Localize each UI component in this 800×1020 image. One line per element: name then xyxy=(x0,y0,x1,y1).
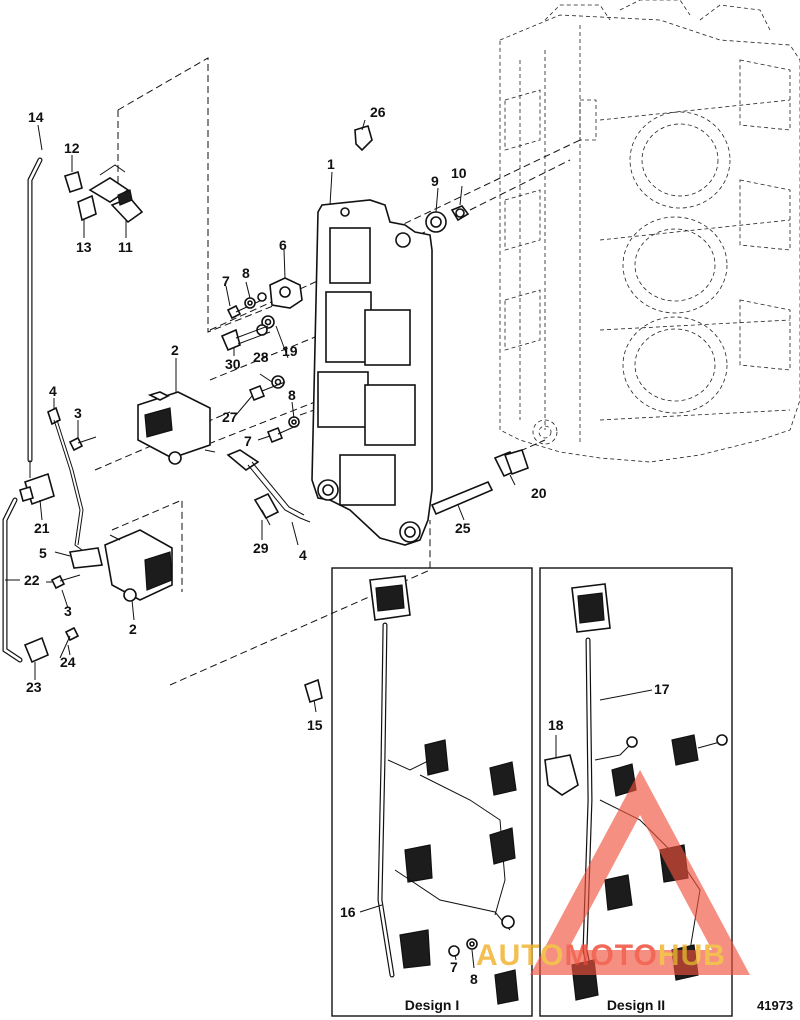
callout-7-design1: 7 xyxy=(450,959,458,975)
watermark-triangle-icon xyxy=(530,770,750,975)
callout-25: 25 xyxy=(455,520,471,536)
callout-13: 13 xyxy=(76,239,92,255)
hardware xyxy=(50,124,530,957)
callout-10: 10 xyxy=(451,165,467,181)
engine-block xyxy=(499,0,800,463)
callout-21: 21 xyxy=(34,520,50,536)
sensor-29 xyxy=(253,492,280,520)
callout-leaders xyxy=(5,119,653,969)
callout-14: 14 xyxy=(28,109,44,125)
callout-28: 28 xyxy=(253,349,269,365)
callout-9: 9 xyxy=(431,173,439,189)
callout-20: 20 xyxy=(531,485,547,501)
callout-labels: 1 2 2 3 3 4 4 5 6 7 7 7 8 8 8 9 10 11 12… xyxy=(24,104,670,987)
watermark-part1: AUTO xyxy=(476,939,564,972)
callout-11: 11 xyxy=(118,239,133,255)
callout-30: 30 xyxy=(225,356,241,372)
callout-17: 17 xyxy=(654,681,670,697)
callout-23: 23 xyxy=(26,679,42,695)
callout-8-middle: 8 xyxy=(288,387,296,403)
design-1-label: Design I xyxy=(405,997,459,1013)
coil-module-lower xyxy=(104,529,173,602)
callout-16: 16 xyxy=(340,904,356,920)
callout-8-design1: 8 xyxy=(470,971,478,987)
callout-22: 22 xyxy=(24,572,40,588)
harness-design-1 xyxy=(369,575,519,1005)
callout-27: 27 xyxy=(222,409,238,425)
callout-24: 24 xyxy=(60,654,76,670)
figure-number: 41973 xyxy=(757,998,793,1013)
design-1-panel xyxy=(331,567,533,1017)
callout-12: 12 xyxy=(64,140,80,156)
callout-7-upper: 7 xyxy=(222,273,230,289)
watermark-part3: HUB xyxy=(658,939,726,972)
callout-29: 29 xyxy=(253,540,269,556)
callout-26: 26 xyxy=(370,104,386,120)
callout-19: 19 xyxy=(282,343,298,359)
callout-2-upper: 2 xyxy=(171,342,179,358)
watermark: AUTOMOTOHUB xyxy=(476,770,750,975)
design-2-panel xyxy=(539,567,733,1017)
mounting-plate xyxy=(311,199,433,546)
callout-3-lower: 3 xyxy=(64,603,72,619)
sensor-assembly xyxy=(63,164,144,224)
callout-2-lower: 2 xyxy=(129,621,137,637)
callout-8-upper: 8 xyxy=(242,265,250,281)
spark-plug-leads xyxy=(47,406,311,551)
callout-4-lower: 4 xyxy=(299,547,307,563)
coil-module-upper xyxy=(137,391,216,465)
callout-4-upper: 4 xyxy=(49,383,57,399)
callout-7-middle: 7 xyxy=(244,433,252,449)
callout-1: 1 xyxy=(327,156,335,172)
svg-text:AUTOMOTOHUB: AUTOMOTOHUB xyxy=(476,939,726,972)
callout-18: 18 xyxy=(548,717,564,733)
callout-6: 6 xyxy=(279,237,287,253)
watermark-part2: MOTO xyxy=(564,939,657,972)
design-2-label: Design II xyxy=(607,997,665,1013)
callout-3-upper: 3 xyxy=(74,405,82,421)
callout-5: 5 xyxy=(39,545,47,561)
callout-15: 15 xyxy=(307,717,323,733)
hose-assembly xyxy=(2,157,55,664)
